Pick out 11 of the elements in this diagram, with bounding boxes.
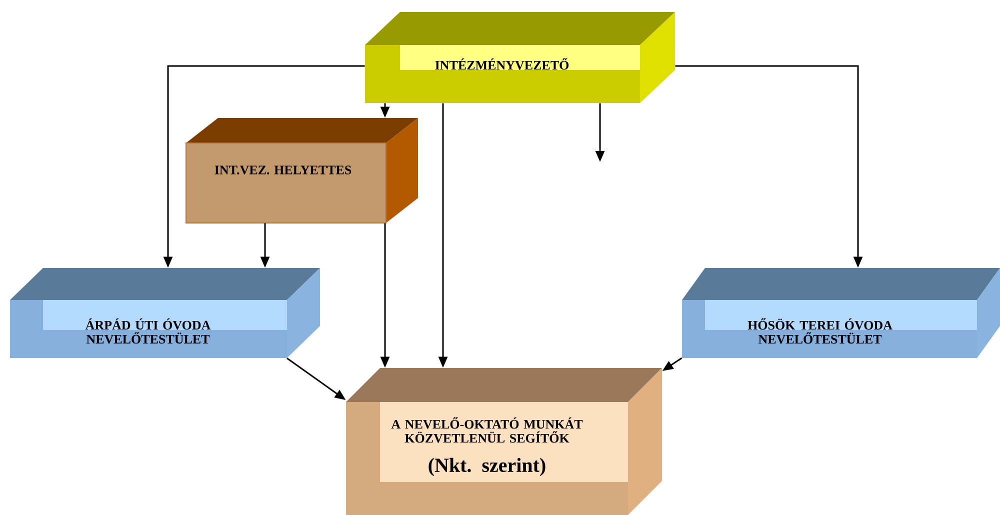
box-3d [682,268,1000,358]
box-3d [10,268,320,358]
box-label: INT.VEZ. HELYETTES [214,166,352,174]
box-label: (Nkt. szerint) [428,458,546,476]
box-label: INTÉZMÉNYVEZETŐ [435,58,569,70]
box-label: HŐSÖK TEREI ÓVODA NEVELŐTESTÜLET [748,318,892,344]
box-3d [346,368,662,515]
box-3d [365,12,675,103]
box-label: A NEVELŐ-OKTATÓ MUNKÁT KÖZVETLENÜL SEGÍTŐK [391,417,583,443]
box-label: ÁRPÁD ÚTI ÓVODA NEVELŐTESTÜLET [85,318,211,344]
box-3d [186,118,418,224]
